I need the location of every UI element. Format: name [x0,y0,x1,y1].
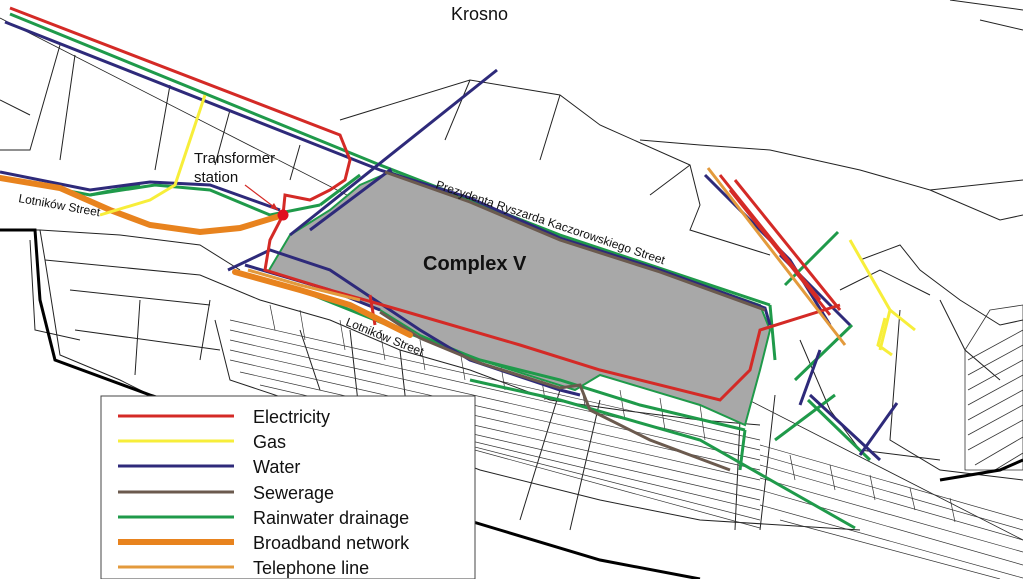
legend-label-water: Water [253,457,300,477]
legend-label-broadband: Broadband network [253,533,410,553]
legend-box [100,395,476,579]
sewerage-lines [379,170,766,472]
transformer-label-line2: station [194,169,238,186]
complex-v-area [266,170,772,427]
transformer-marker [277,209,289,221]
city-label: Krosno [451,4,508,24]
complex-label: Complex V [423,253,527,275]
gas-lines [99,94,916,357]
legend-item-sewerage: Sewerage [118,483,334,503]
transformer-label-line1: Transformer [194,150,275,167]
legend-item-electricity: Electricity [118,407,330,427]
legend-label-electricity: Electricity [253,407,330,427]
legend-item-telephone: Telephone line [118,558,369,578]
transformer-arrowhead [270,203,278,210]
legend-label-sewerage: Sewerage [253,483,334,503]
telephone-lines [247,167,847,346]
right-hatched-block [964,304,1023,471]
broadband-lines [0,175,413,338]
legend-label-gas: Gas [253,432,286,452]
electricity-lines [9,6,842,402]
legend-item-broadband: Broadband network [118,533,410,553]
legend-item-water: Water [118,457,300,477]
legend-label-telephone: Telephone line [253,558,369,578]
legend-item-gas: Gas [118,432,286,452]
legend-label-rainwater: Rainwater drainage [253,508,409,528]
water-lines [0,20,899,462]
legend: Electricity Gas Water Sewerage Rainwater… [100,395,476,579]
legend-item-rainwater: Rainwater drainage [118,508,409,528]
black-boundary-right [939,458,1023,482]
parcel-lines [0,0,1023,541]
